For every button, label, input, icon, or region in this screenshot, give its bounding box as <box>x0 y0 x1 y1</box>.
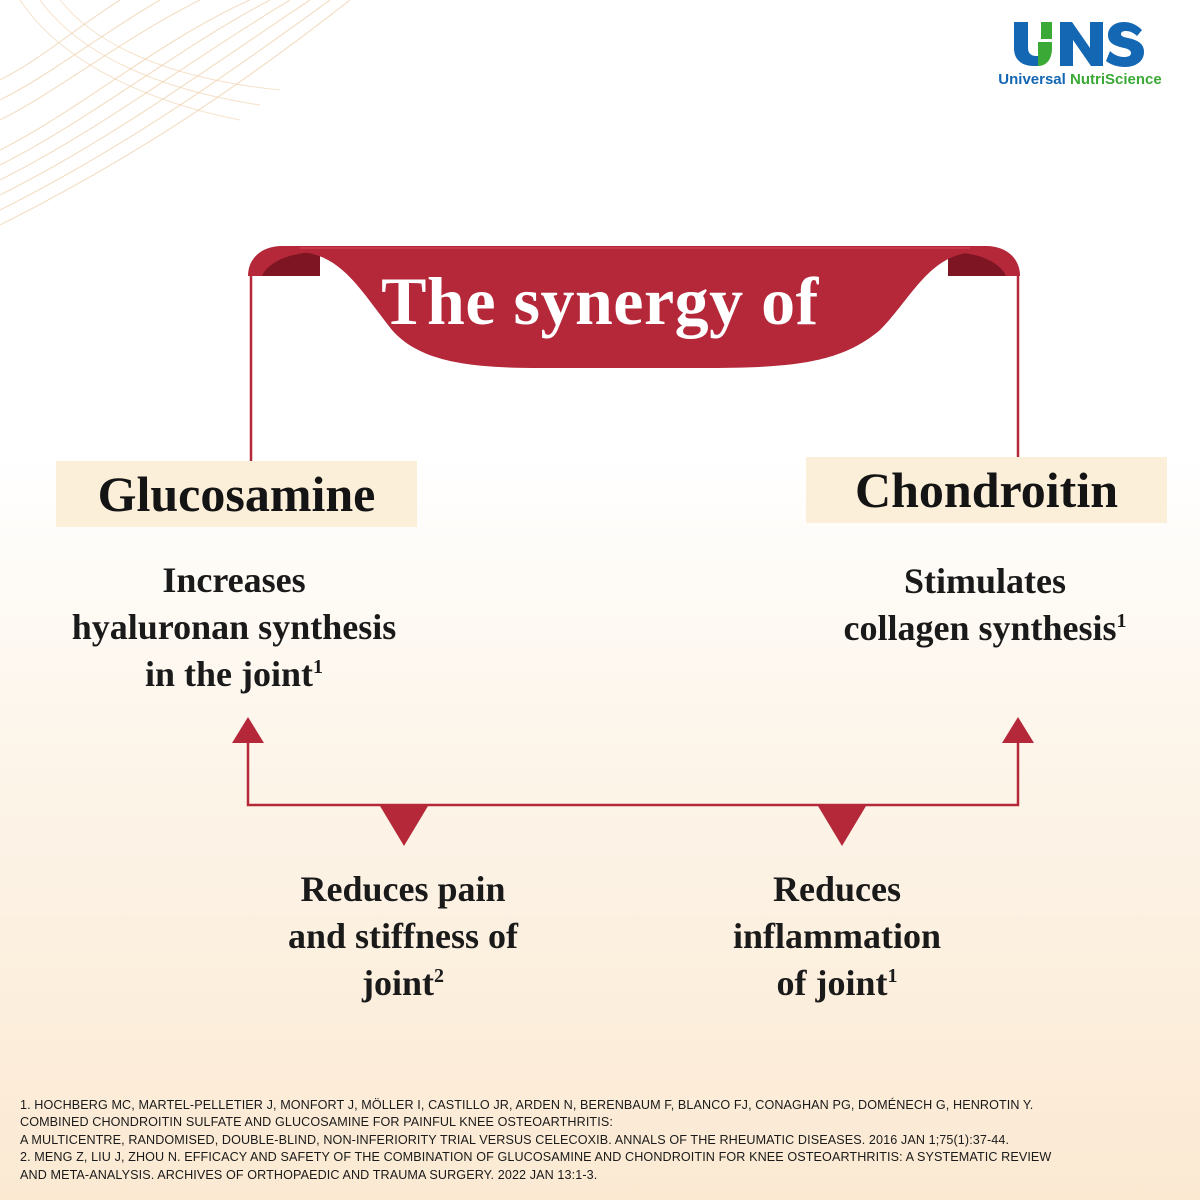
reference-marker: 1 <box>887 965 898 987</box>
uns-logo-mark <box>1014 22 1144 67</box>
bottom-bracket <box>246 740 1020 807</box>
reference-marker: 2 <box>434 965 444 987</box>
reference-line: 1. HOCHBERG MC, MARTEL-PELLETIER J, MONF… <box>20 1098 1034 1112</box>
references: 1. HOCHBERG MC, MARTEL-PELLETIER J, MONF… <box>20 1097 1185 1184</box>
up-arrow-right <box>1002 717 1034 743</box>
inflammation-benefit: Reduces inflammation of joint1 <box>662 866 1012 1007</box>
reference-marker: 1 <box>313 656 323 678</box>
benefit-line: Reduces <box>773 869 901 909</box>
reference-marker: 1 <box>1116 610 1127 632</box>
reference-line: A MULTICENTRE, RANDOMISED, DOUBLE-BLIND,… <box>20 1132 1010 1147</box>
benefit-line: Stimulates <box>904 561 1066 601</box>
benefit-line: Increases <box>162 560 306 600</box>
benefit-line: in the joint <box>144 654 313 694</box>
brand-name-part2: NutriScience <box>1070 71 1162 88</box>
uns-logo: Universal NutriScience <box>980 18 1180 98</box>
glucosamine-label: Glucosamine <box>56 461 417 527</box>
down-arrow-inflammation <box>818 806 866 846</box>
benefit-line: collagen synthesis <box>843 608 1117 648</box>
reference-line: AND META-ANALYSIS. ARCHIVES OF ORTHOPAED… <box>20 1167 598 1182</box>
reference-line: COMBINED CHONDROITIN SULFATE AND GLUCOSA… <box>20 1115 613 1130</box>
benefit-line: of joint <box>776 963 888 1003</box>
title-banner <box>248 246 1020 368</box>
brand-name: Universal NutriScience <box>980 71 1180 88</box>
benefit-line: and stiffness of <box>287 916 519 956</box>
decorative-waves <box>0 0 351 226</box>
benefit-line: joint <box>362 963 434 1003</box>
glucosamine-benefit: Increases hyaluronan synthesis in the jo… <box>24 557 444 698</box>
down-arrow-pain <box>380 806 428 846</box>
benefit-line: Reduces pain <box>300 869 506 909</box>
brand-name-part1: Universal <box>998 71 1066 88</box>
benefit-line: inflammation <box>732 916 941 956</box>
up-arrow-left <box>232 717 264 743</box>
pain-benefit: Reduces pain and stiffness of joint2 <box>228 866 578 1007</box>
chondroitin-label: Chondroitin <box>806 457 1167 523</box>
benefit-line: hyaluronan synthesis <box>71 607 397 647</box>
reference-line: 2. MENG Z, LIU J, ZHOU N. EFFICACY AND S… <box>20 1150 1052 1165</box>
chondroitin-benefit: Stimulates collagen synthesis1 <box>780 558 1190 652</box>
banner-title: The synergy of <box>381 263 819 339</box>
